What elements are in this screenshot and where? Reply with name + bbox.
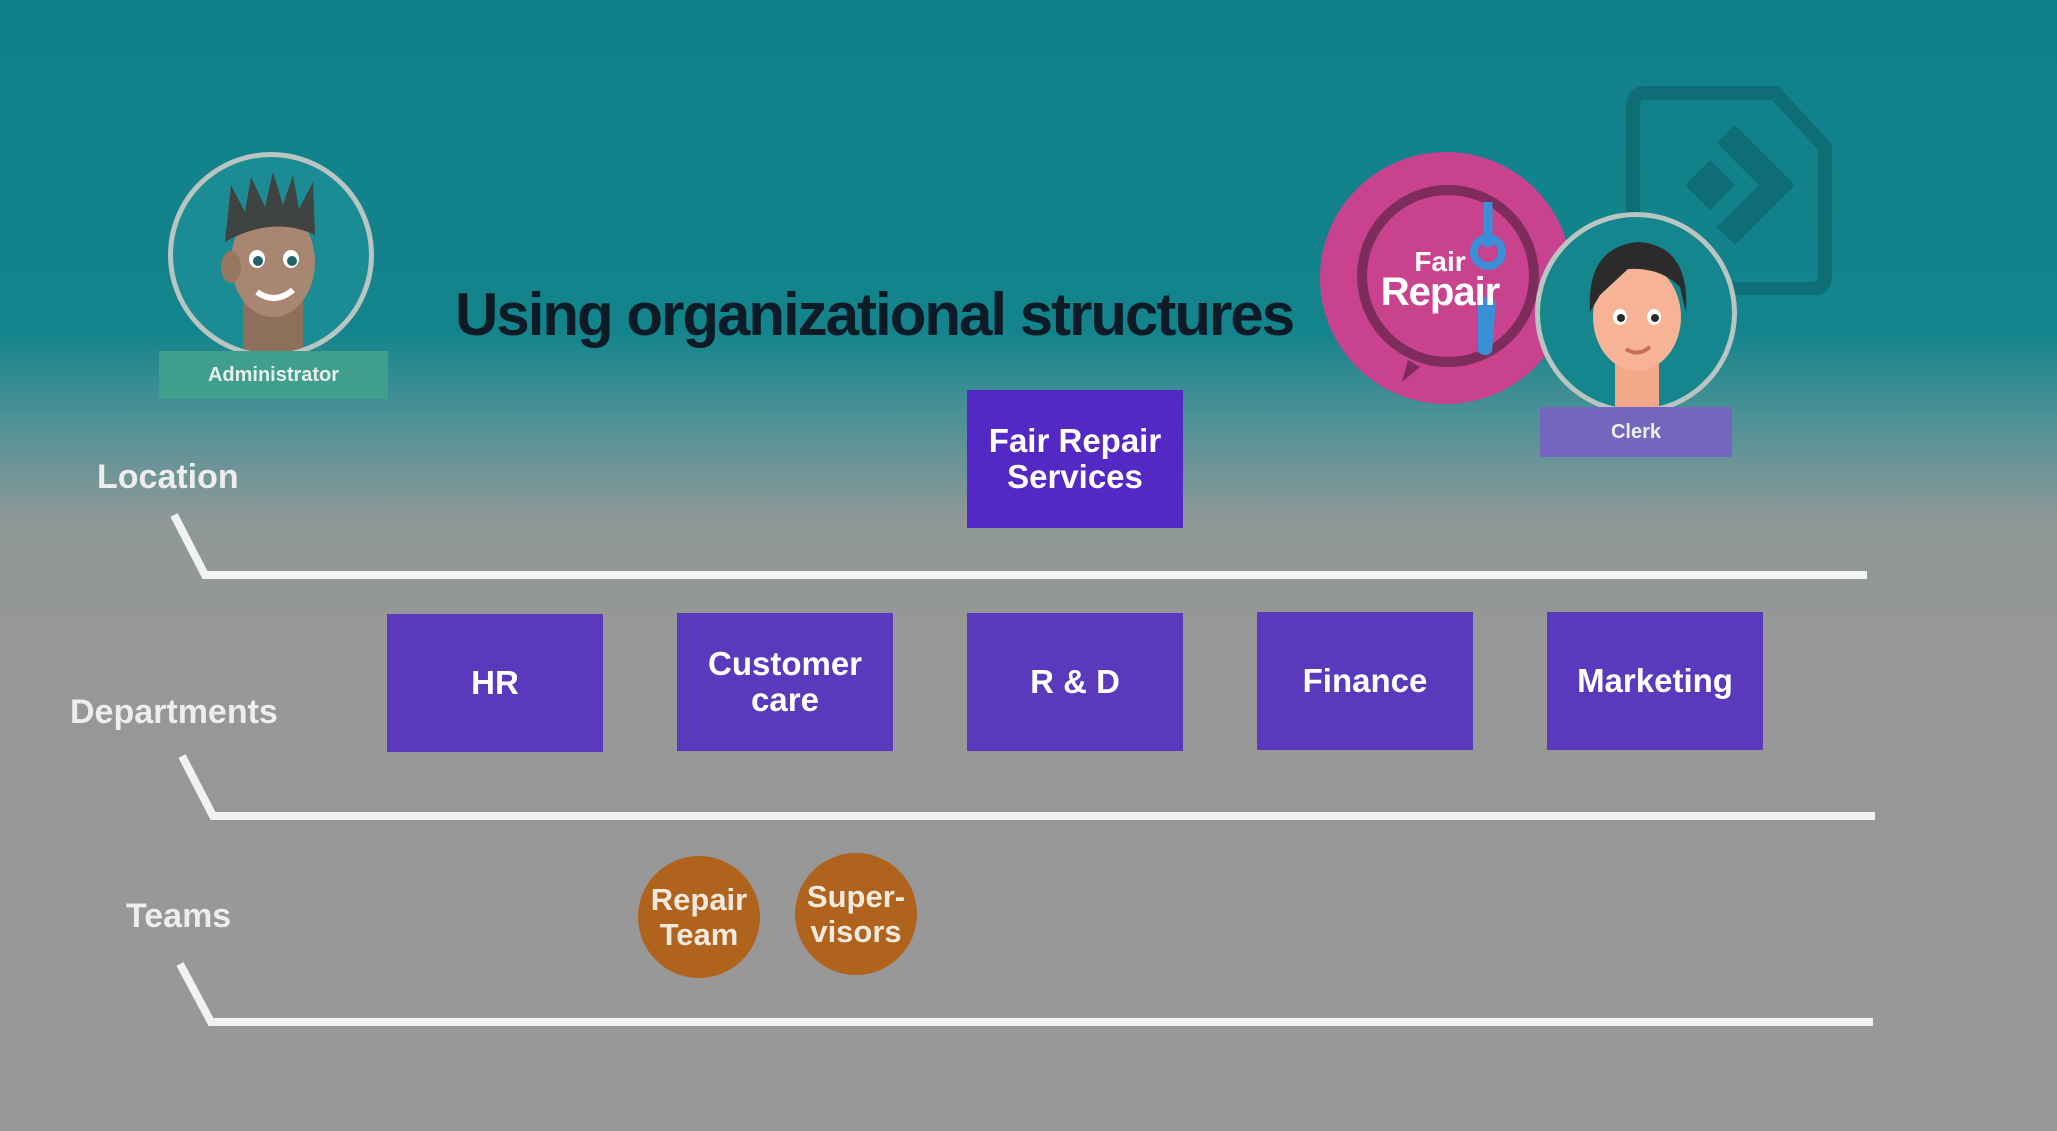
departments-tier-line [178, 754, 1875, 820]
department-marketing: Marketing [1547, 612, 1763, 750]
tier-label-location: Location [97, 458, 239, 496]
logo-text-fair: Fair [1414, 246, 1466, 277]
clerk-face-icon [1589, 242, 1687, 409]
department-customer-care: Customer care [677, 613, 893, 751]
location-tier-line [170, 513, 1867, 579]
clerk-label: Clerk [1610, 420, 1662, 443]
administrator-label: Administrator [207, 363, 340, 386]
location-node-fair-repair-services: Fair Repair Services [967, 390, 1183, 528]
department-hr: HR [387, 614, 603, 752]
clerk-avatar [1535, 212, 1737, 414]
department-finance: Finance [1257, 612, 1473, 750]
administrator-avatar [168, 152, 374, 358]
department-r-and-d: R & D [967, 613, 1183, 751]
tier-label-teams: Teams [126, 897, 232, 935]
clerk-badge: Clerk [1540, 407, 1732, 457]
team-supervisors: Super- visors [795, 853, 917, 975]
tier-label-departments: Departments [70, 693, 278, 731]
page-title: Using organizational structures [455, 281, 1295, 348]
logo-text-repair: Repair [1380, 270, 1501, 314]
teams-tier-line [176, 962, 1873, 1026]
wrench-icon [1357, 185, 1539, 382]
fair-repair-logo: Fair Repair [1320, 152, 1572, 404]
administrator-face-icon [221, 172, 315, 353]
administrator-badge: Administrator [159, 351, 388, 399]
team-repair-team: Repair Team [638, 856, 760, 978]
